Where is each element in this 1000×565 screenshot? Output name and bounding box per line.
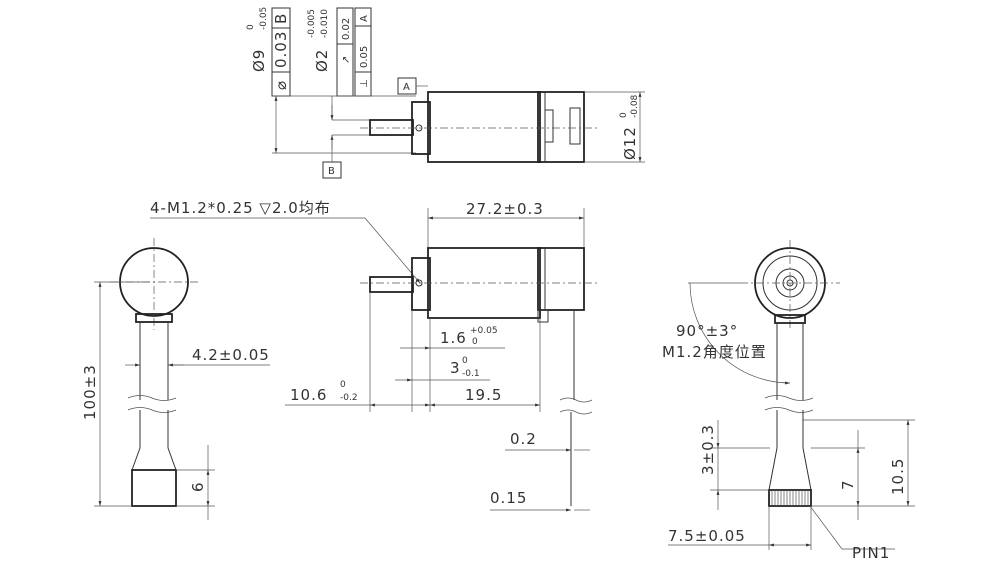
length-27-dim: 27.2±0.3	[466, 200, 544, 218]
front-end-cap	[537, 247, 585, 311]
top-motor-can	[427, 91, 541, 163]
right-view: 90°±3° M1.2角度位置 3±0.3 7 10.5 7.5±0.05 PI…	[662, 240, 915, 562]
ref-a-label: A	[359, 15, 370, 22]
left-connector	[131, 469, 177, 507]
dim-10-6-lower: -0.2	[340, 393, 358, 403]
dim-6: 6	[189, 481, 207, 492]
left-view: 4.2±0.05 100±3 6	[81, 238, 270, 520]
dim-3-lower: -0.1	[462, 369, 480, 379]
dia2-upper: -0.005	[307, 9, 317, 38]
dim-3: 3	[450, 359, 461, 377]
front-view: 4-M1.2*0.25 ▽2.0均布 27.2±0.3 1.6 +0.05 0	[150, 199, 600, 512]
runout-2-value: 0.05	[359, 46, 370, 68]
datum-b-box	[322, 161, 342, 179]
dim-0-15: 0.15	[490, 489, 527, 507]
dim-3-upper: 0	[462, 356, 468, 366]
top-shaft	[369, 119, 414, 136]
dia9-label: Ø9	[250, 49, 268, 72]
tap-note: 4-M1.2*0.25 ▽2.0均布	[150, 199, 331, 217]
dim-7: 7	[839, 479, 857, 490]
front-cap	[411, 257, 431, 311]
runout-symbol: ⌀	[272, 80, 290, 90]
ref-b-label: B	[272, 13, 290, 24]
dia2-label: Ø2	[313, 49, 331, 72]
tolerance-frames-dia2: 0.02 ↗ 0.05 A ⊥ Ø2 -0.005 -0.010	[307, 7, 372, 97]
perp-symbol: ⊥	[359, 79, 370, 88]
front-shaft	[369, 276, 414, 293]
top-end-cap	[537, 91, 585, 163]
runout-9-value: 0.03	[272, 31, 290, 68]
dia12-lower: -0.08	[630, 94, 640, 118]
dia2-lower: -0.010	[320, 9, 330, 38]
dim-3-right: 3±0.3	[699, 424, 717, 475]
dim-19-5: 19.5	[465, 386, 502, 404]
dim-1-6: 1.6	[440, 329, 467, 347]
dim-1-6-upper: +0.05	[470, 326, 498, 336]
pin1-label: PIN1	[852, 544, 890, 562]
length-100: 100±3	[81, 364, 99, 420]
width-7-5: 7.5±0.05	[668, 527, 746, 545]
datum-b-label: B	[328, 166, 335, 177]
dim-0-2: 0.2	[510, 430, 537, 448]
dia9-upper: 0	[246, 24, 256, 30]
dia12-upper: 0	[619, 112, 629, 118]
dim-10-6-upper: 0	[340, 380, 346, 390]
round-symbol: ↗	[341, 56, 352, 64]
dim-10-6: 10.6	[290, 386, 327, 404]
tolerance-frames-dia9: 0.03 B ⌀ Ø9 0 -0.05	[246, 7, 291, 97]
round-2-value: 0.02	[341, 18, 352, 40]
dia9-lower: -0.05	[259, 7, 269, 30]
angle-90: 90°±3°	[676, 322, 738, 340]
thread-note: M1.2角度位置	[662, 343, 767, 361]
connector-pins	[771, 490, 809, 506]
datum-a-label: A	[403, 82, 410, 93]
width-4-2: 4.2±0.05	[192, 346, 270, 364]
dia12-label: Ø12	[621, 126, 639, 160]
dim-10-5: 10.5	[889, 458, 907, 495]
top-view: 0.03 B ⌀ Ø9 0 -0.05 0.02 ↗ 0.05 A ⊥ Ø2 -…	[246, 7, 645, 179]
dim-1-6-lower: 0	[472, 337, 478, 347]
